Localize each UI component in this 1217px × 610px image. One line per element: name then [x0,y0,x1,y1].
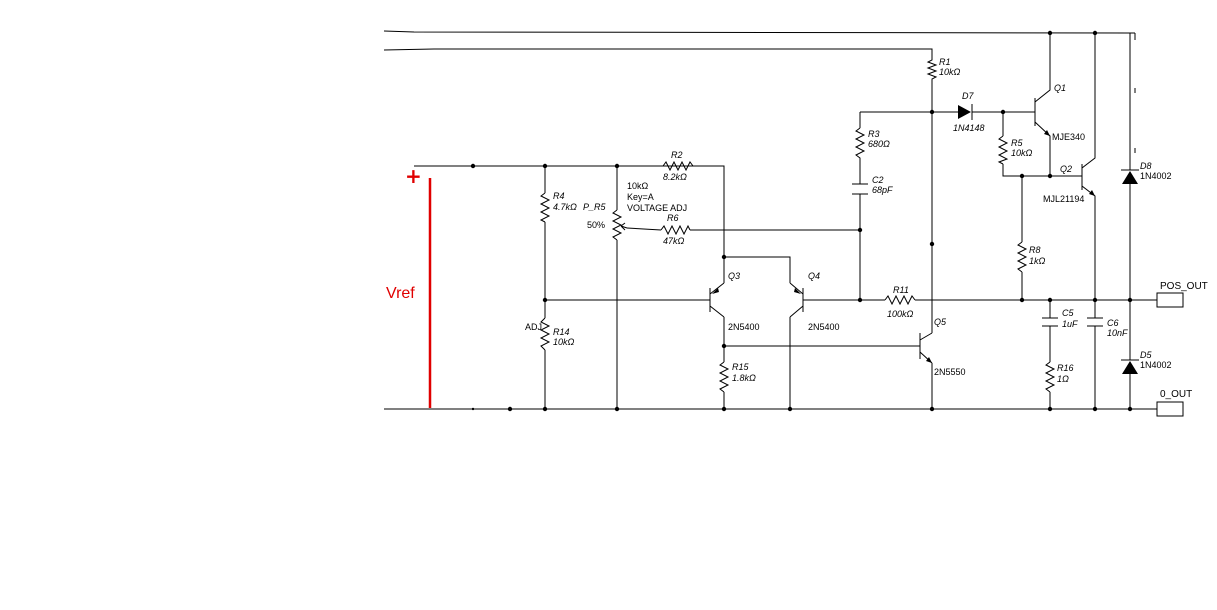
resistor-r14 [539,317,551,351]
resistor-r1 [926,58,938,80]
p-r5-key: Key=A [627,192,654,202]
r5-ref: R5 [1011,138,1023,148]
resistor-r6 [660,224,691,236]
r4-value: 4.7kΩ [553,202,577,212]
resistor-r2 [662,160,694,172]
d8-ref: D8 [1140,161,1152,171]
q3-ref: Q3 [728,271,740,281]
diode-d8 [1121,169,1139,184]
c5-value: 1uF [1062,319,1078,329]
transistors [709,98,1095,364]
c6-value: 10nF [1107,328,1128,338]
c5-ref: C5 [1062,308,1074,318]
d7-value: 1N4148 [953,123,985,133]
potentiometer-p-r5 [611,209,623,241]
p-r5-percent: 50% [587,220,605,230]
r8-ref: R8 [1029,245,1041,255]
r14-ref: R14 [553,327,570,337]
r4-ref: R4 [553,191,565,201]
c2-value: 68pF [872,185,893,195]
transistor-q4 [789,282,804,318]
r3-value: 680Ω [868,139,890,149]
vref-label: Vref [386,285,415,302]
transistor-q1 [1034,98,1050,136]
p-r5-name: VOLTAGE ADJ [627,203,687,213]
resistors [539,58,1056,393]
transistor-q2 [1081,164,1095,196]
vref-plus-sign: + [405,164,422,188]
capacitor-c5 [1042,317,1058,327]
r8-value: 1kΩ [1029,256,1046,266]
q3-value: 2N5400 [728,322,760,332]
component-labels: R1 10kΩ D7 1N4148 Q1 MJE340 R3 680Ω R5 1… [525,57,1172,384]
p-r5-value: 10kΩ [627,181,649,191]
r14-note: ADJ [525,322,542,332]
q5-ref: Q5 [934,317,947,327]
r6-ref: R6 [667,213,679,223]
resistor-r3 [854,127,866,160]
q4-value: 2N5400 [808,322,840,332]
r5-value: 10kΩ [1011,148,1033,158]
diode-d5 [1121,359,1139,374]
pos-out-port [1156,292,1184,308]
resistor-r11 [884,294,916,306]
r1-ref: R1 [939,57,951,67]
r2-value: 8.2kΩ [663,172,687,182]
r6-value: 47kΩ [663,236,685,246]
q1-ref: Q1 [1054,83,1066,93]
q5-value: 2N5550 [934,367,966,377]
p-r5-ref: P_R5 [583,202,607,212]
d5-value: 1N4002 [1140,360,1172,370]
q4-ref: Q4 [808,271,820,281]
c2-ref: C2 [872,175,884,185]
r3-ref: R3 [868,129,880,139]
resistor-r5 [997,135,1009,165]
r11-value: 100kΩ [887,309,914,319]
d5-ref: D5 [1140,350,1152,360]
r16-value: 1Ω [1057,374,1069,384]
resistor-r15 [718,361,730,393]
r15-value: 1.8kΩ [732,373,756,383]
resistor-r4 [539,192,551,223]
potentiometer-wiper [620,222,628,231]
resistor-r8 [1016,241,1028,273]
d8-value: 1N4002 [1140,171,1172,181]
r14-value: 10kΩ [553,337,575,347]
r16-ref: R16 [1057,363,1074,373]
d7-ref: D7 [962,91,974,101]
r11-ref: R11 [893,285,909,295]
diode-d7 [958,104,973,120]
pos-out-label: POS_OUT [1160,281,1208,292]
vref-source: + Vref [386,164,432,408]
junctions [470,30,1133,412]
r1-value: 10kΩ [939,67,961,77]
transistor-q5 [919,332,933,364]
q2-ref: Q2 [1060,164,1072,174]
resistor-r16 [1044,361,1056,393]
r2-ref: R2 [671,150,683,160]
q1-value: MJE340 [1052,132,1085,142]
diodes [958,104,1139,374]
r15-ref: R15 [732,362,750,372]
q2-value: MJL21194 [1043,194,1084,204]
zero-out-label: 0_OUT [1160,389,1192,400]
output-ports: POS_OUT 0_OUT [1156,281,1208,417]
capacitor-c6 [1087,317,1103,327]
transistor-q3 [709,282,725,318]
c6-ref: C6 [1107,318,1119,328]
capacitors [852,183,1103,327]
zero-out-port [1156,401,1184,417]
capacitor-c2 [852,183,868,195]
